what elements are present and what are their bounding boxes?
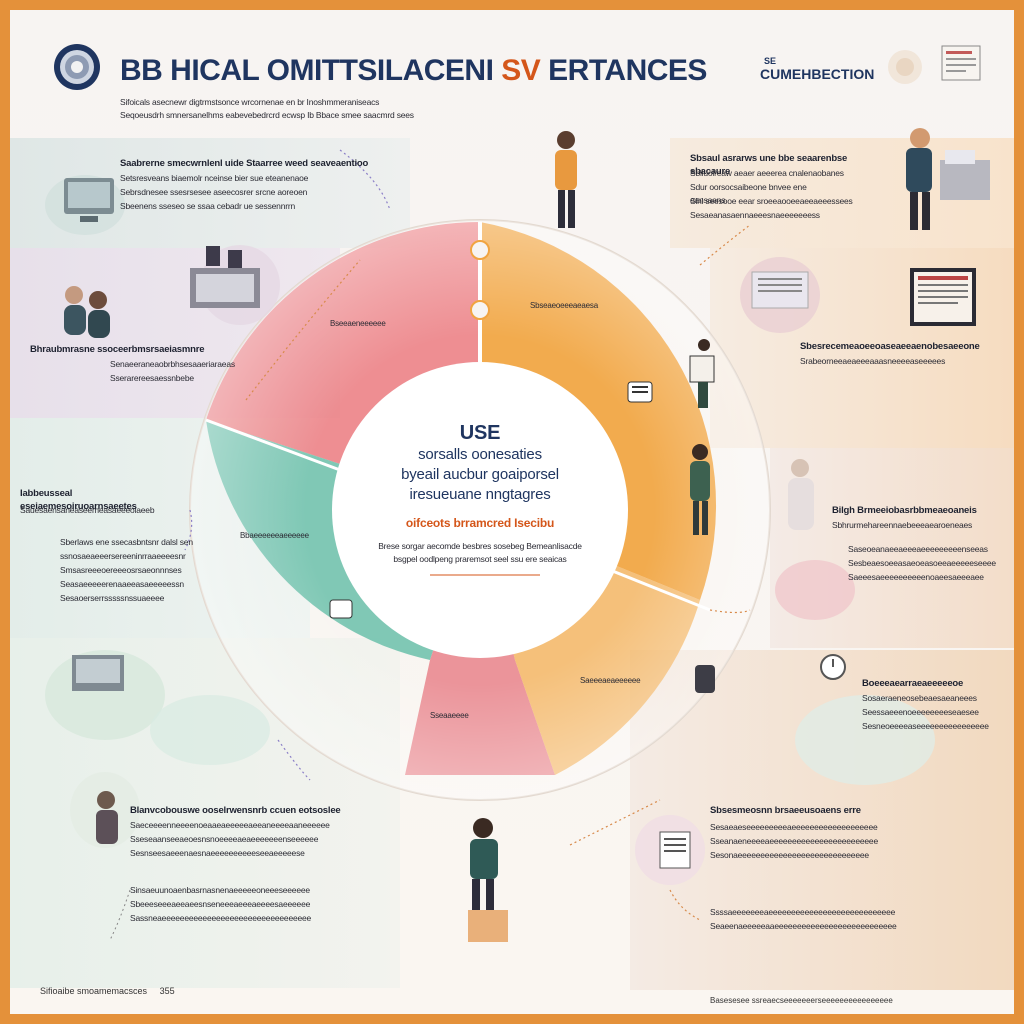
infographic-page: BB HICAL OMITTSILACENI SV ERTANCES SE CU… [10,10,1014,1014]
block-11-line-2: Sesaeaeseeeeeeeeeaeeeeeeeeeeeeeeeeeee [710,822,878,832]
block-4-line-1: Sberlaws ene ssecasbntsnr dalsl sen [60,537,193,547]
person-blurred-icon [788,459,814,530]
seal-icon [54,44,100,90]
segment-label-b: Sbseaeoeeeaeaesa [530,301,598,310]
block-1-line-1: Saabrerne smecwrnlenl uide Staarree weed… [120,158,369,169]
block-6-line-1: Sbesrecemeaoeeoaseaeeaenobesaeeone [800,341,980,352]
segment-label-d: Sseaaeeee [430,711,469,720]
block-8-line-1: Boeeeaearraeaeeeeeoe [862,678,964,689]
block-4-line-5: Sesaoerserrsssssnssuaeeee [60,593,165,603]
block-4-line-3: Smsasreeeoereeeosrsaeonnnses [60,565,182,575]
block-11-line-1: Sbsesmeosnn brsaeeusoaens erre [710,805,861,816]
book-icon [659,831,691,869]
block-5-line-3: Sdur oorsocsaibeone bnvee ene eansaens [690,182,807,205]
block-2-line-1: Bhraubmrasne ssoceerbmsrsaeiasmnre [30,344,205,355]
block-9-line-3: Sseseaanseeaeoesnsnoeeeeaeaeeeeeeenseeee… [130,834,319,844]
center-body-1: Brese sorgar aecomde besbres sosebeg Bem… [378,541,582,551]
cycle-diagram [45,128,990,942]
block-7-line-3: Saseoeanaeeaeeeaeeeeeeeeenseeas [848,544,988,554]
document-stamp-icon [941,45,981,81]
clock-icon [820,654,846,680]
person-working-icon [906,128,990,230]
block-5-line-4: Slhl seesooe eear sroeeaooeeaeeaeeessees [690,196,853,206]
block-2-line-2: Senaeeraneaobrbhsesaaeriaraeas [110,359,235,369]
block-7-line-2: Sbhrurmehareennaebeeeaearoeneaes [832,520,973,530]
block-2-line-3: Sserarereesaessnbebe [110,373,194,383]
badge-icon [888,50,922,84]
block-3-line-1: Iabbeusseal eseiaemesoiruoarnsaeetes [20,488,137,512]
people-icon [64,286,110,338]
block-8-line-2: Sosaeraeneosebeaesaeaneees [862,693,977,703]
block-9-line-4: Sesnseesaeeenaesnaeeeeeeeeeeseeaeeeeese [130,848,305,858]
block-6-line-2: Srabeorneeaeaeeeaaasneeeeaseeeees [800,356,946,366]
person-standing-top-icon [555,131,577,228]
intro-line-2: Seqoeusdrh smnersanelhms eabevebedrcrd e… [120,110,414,120]
person-walking-icon [690,444,710,535]
center-line-1: sorsalls oonesaties [418,446,542,463]
block-9-line-2: Saeceeeenneeeenoeaaeaeeeeeaeeaneeeeaanee… [130,820,330,830]
block-1-line-2: Setsresveans biaemolr nceinse bier sue e… [120,173,309,183]
framed-document-icon [910,268,976,326]
person-carrying-box-icon [468,818,508,942]
block-8-line-3: Seessaeeenoeeeeeeeeseaesee [862,707,979,717]
block-4-line-4: Seasaeeeeerenaaeeasaeeeeessn [60,579,184,589]
person-seated-icon [96,791,118,844]
block-11-line-3: Sseanaeneeeeaeeeeeeeeeeeeeeeeeeeeeeee [710,836,878,846]
center-line-2: byeail aucbur goaiporsel [401,466,559,483]
intro-line-1: Sifoicals asecnewr digtrmstsonce wrcorne… [120,97,380,107]
block-10-line-1: Sinsaeuunoaenbasrnasnenaeeeeeoneeeseeeee… [130,885,310,895]
block-7-line-1: Bilgh Brmeeiobasrbbmeaeoaneis [832,505,977,516]
footer-left: Sifioaibe smoamemacsces 355 [40,986,175,996]
chat-bubble-icon [329,599,353,619]
block-5-line-2: Sbiluolreaw aeaer aeeerea cnalenaobanes [690,168,844,178]
block-10-line-3: Sassneaeeeeeeeeeeeeeeeeeeeeeeeeeeeeeeeee [130,913,312,923]
block-11-line-4: Sesonaeeeeeeeeeeeeeeeeeeeeeeeeeeeee [710,850,869,860]
paper-stack-icon [751,271,809,309]
phone-icon [695,665,715,693]
block-12-line-2: Seaeenaeeeeeaaeeeeeeeeeeeeeeeeeeeeeeeeee… [710,921,897,931]
block-5-line-5: Sesaeanasaennaeeesnaeeeeeeessnaeen [690,210,820,220]
block-8-line-4: Sesneoeeeeaseeeeeeeeeeeeeeee [862,721,989,731]
center-heading: USE [459,422,501,444]
center-circle [332,362,628,658]
segment-label-a: Bseeaeneeeeee [330,319,386,328]
center-line-3: iresueuane nngtagres [409,486,551,503]
block-5-line-1: Sbsaul asrarws une bbe seaarenbse sbacau… [690,153,848,177]
printer-icon [72,655,124,691]
center-body-2: bsgpel oodlpeng praremsot seel ssu ere s… [393,554,567,564]
block-1-line-4: Sbeenens sseseo se ssaa cebadr ue sessen… [120,201,296,211]
computer-icon [64,178,114,222]
block-1-line-3: Sebrsdnesee ssesrsesee aseecosrer srcne … [120,187,308,197]
block-9-line-1: Blanvcobouswe ooselrwensnrb ccuen eotsos… [130,805,341,816]
block-4-line-2: ssnosaeaeeersereeninrraaeeeesnr [60,551,186,561]
block-7-line-4: Sesbeaesoeeasaeoeasoeeaeeeeeseeee [848,558,996,568]
footer-right: Basesesee ssreaecseeeeeeerseeeeeeeeeeeee… [710,996,893,1005]
device-icon [627,381,653,403]
page-subtitle: SE CUMEHBECTION [760,56,875,82]
segment-label-e: Saeeeaeaeeeeee [580,676,641,685]
center-accent: oifceots brramcred Isecibu [405,516,555,530]
block-10-line-2: Sbeeeseeeaeeaeesnseneeeaeeeaeeeesaeeeeee [130,899,311,909]
page-title: BB HICAL OMITTSILACENI SV ERTANCES [120,54,707,87]
person-with-bag-icon [689,339,715,408]
block-3-line-2: Sauesaensaneaseemeasaeeeoiaeeb [20,505,155,515]
office-desk-icon [190,246,260,308]
segment-label-c: Bbaeeeeeeaeeeeee [240,531,309,540]
block-12-line-1: Ssssaeeeeeeeaeeeeeeeeeeeeeeeeeeeeeeeeeee… [710,907,896,917]
block-7-line-5: Saeeesaeeeeeeeeeenoaeesaeeeaee [848,572,984,582]
